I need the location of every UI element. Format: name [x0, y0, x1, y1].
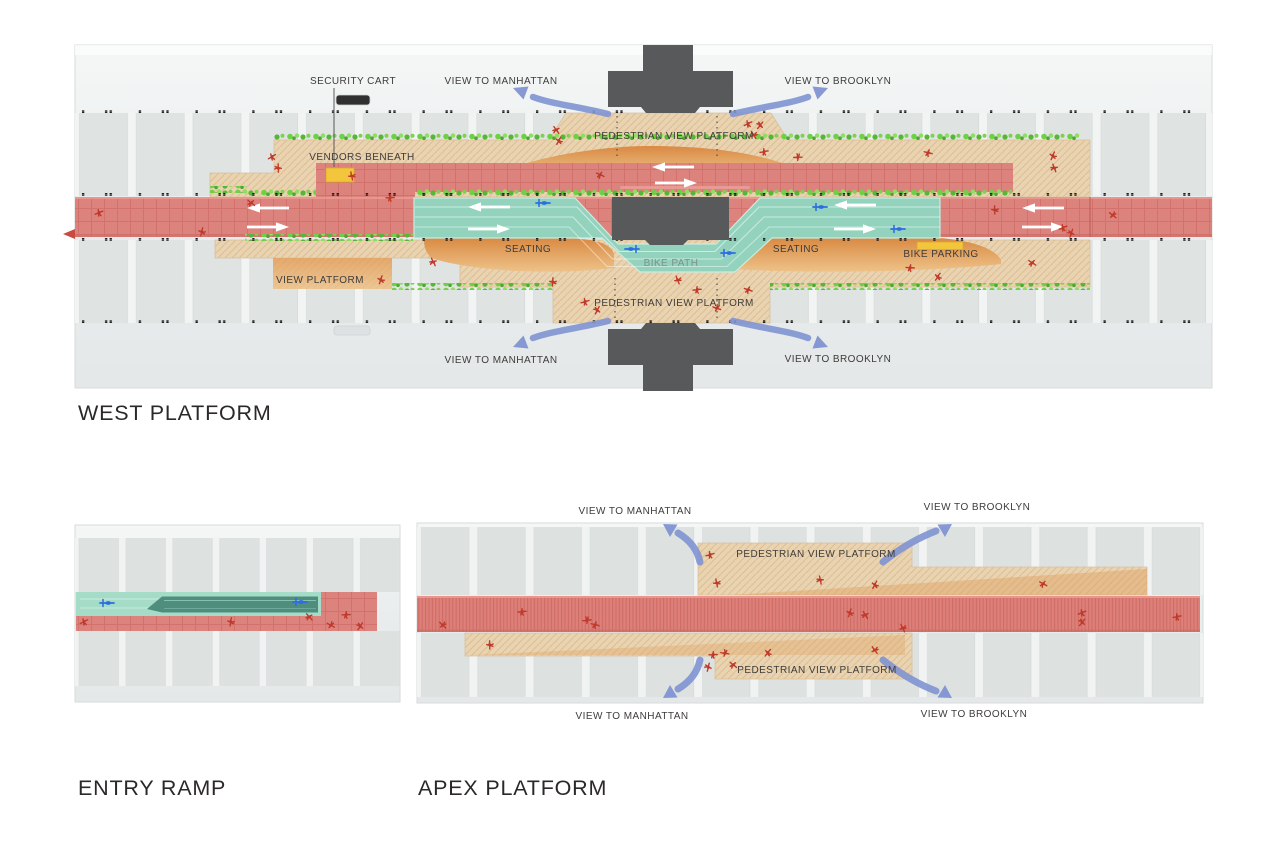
deck-girder-cells — [75, 538, 400, 686]
label-pedestrian-view-platform-bottom: PEDESTRIAN VIEW PLATFORM — [594, 298, 754, 309]
bridge-tower — [608, 45, 733, 391]
west-platform-plan: SECURITY CART VIEW TO MANHATTAN VIEW TO … — [63, 44, 1213, 391]
label-view-to-brooklyn-bottom: VIEW TO BROOKLYN — [921, 709, 1028, 720]
view-platform-area — [273, 258, 392, 289]
tower-shaft — [612, 197, 729, 245]
pedestrian-path-red — [417, 596, 1200, 632]
label-view-to-manhattan-bottom: VIEW TO MANHATTAN — [444, 355, 557, 366]
bike-parking-marker — [916, 241, 964, 250]
label-view-to-manhattan-bottom: VIEW TO MANHATTAN — [575, 711, 688, 722]
boardwalk-lower — [464, 632, 913, 680]
label-pedestrian-view-platform-bottom: PEDESTRIAN VIEW PLATFORM — [737, 665, 897, 676]
view-arrowheads — [513, 86, 828, 349]
deck-structure — [333, 325, 371, 336]
view-arrows — [529, 93, 812, 342]
boardwalk-upper — [697, 542, 1148, 596]
label-view-to-brooklyn-top: VIEW TO BROOKLYN — [924, 502, 1031, 513]
entry-ramp-plan — [74, 524, 401, 703]
label-vendors-beneath: VENDORS BENEATH — [309, 152, 414, 163]
tower-top-cross — [608, 45, 733, 113]
label-view-platform: VIEW PLATFORM — [276, 275, 364, 286]
label-bike-path: BIKE PATH — [644, 258, 699, 269]
platform-section-lines — [614, 116, 718, 320]
tower-bottom-cross — [608, 323, 733, 391]
entry-ramp-surface — [147, 596, 318, 613]
label-view-to-brooklyn-top: VIEW TO BROOKLYN — [785, 76, 892, 87]
west-platform-title: WEST PLATFORM — [78, 401, 272, 425]
seating-mound-left — [424, 238, 614, 272]
apex-platform-plan: VIEW TO MANHATTAN VIEW TO BROOKLYN PEDES… — [416, 502, 1204, 722]
vegetation-rows — [210, 133, 1090, 290]
label-view-to-brooklyn-bottom: VIEW TO BROOKLYN — [785, 354, 892, 365]
view-arrows — [674, 527, 940, 695]
path-end-arrow — [63, 229, 75, 239]
pedestrian-lane-red — [76, 592, 377, 631]
label-bike-parking: BIKE PARKING — [903, 249, 978, 260]
view-arrowheads — [663, 524, 952, 698]
label-view-to-manhattan-top: VIEW TO MANHATTAN — [444, 76, 557, 87]
label-seating-right: SEATING — [773, 244, 819, 255]
label-security-cart: SECURITY CART — [310, 76, 396, 87]
label-view-to-manhattan-top: VIEW TO MANHATTAN — [578, 506, 691, 517]
security-cart-marker — [325, 167, 355, 183]
entry-ramp-title: ENTRY RAMP — [78, 776, 226, 800]
label-pedestrian-view-platform-top: PEDESTRIAN VIEW PLATFORM — [594, 131, 754, 142]
label-pedestrian-view-platform-top: PEDESTRIAN VIEW PLATFORM — [736, 549, 896, 560]
deck-structure — [335, 94, 371, 106]
apex-platform-title: APEX PLATFORM — [418, 776, 607, 800]
label-seating-left: SEATING — [505, 244, 551, 255]
